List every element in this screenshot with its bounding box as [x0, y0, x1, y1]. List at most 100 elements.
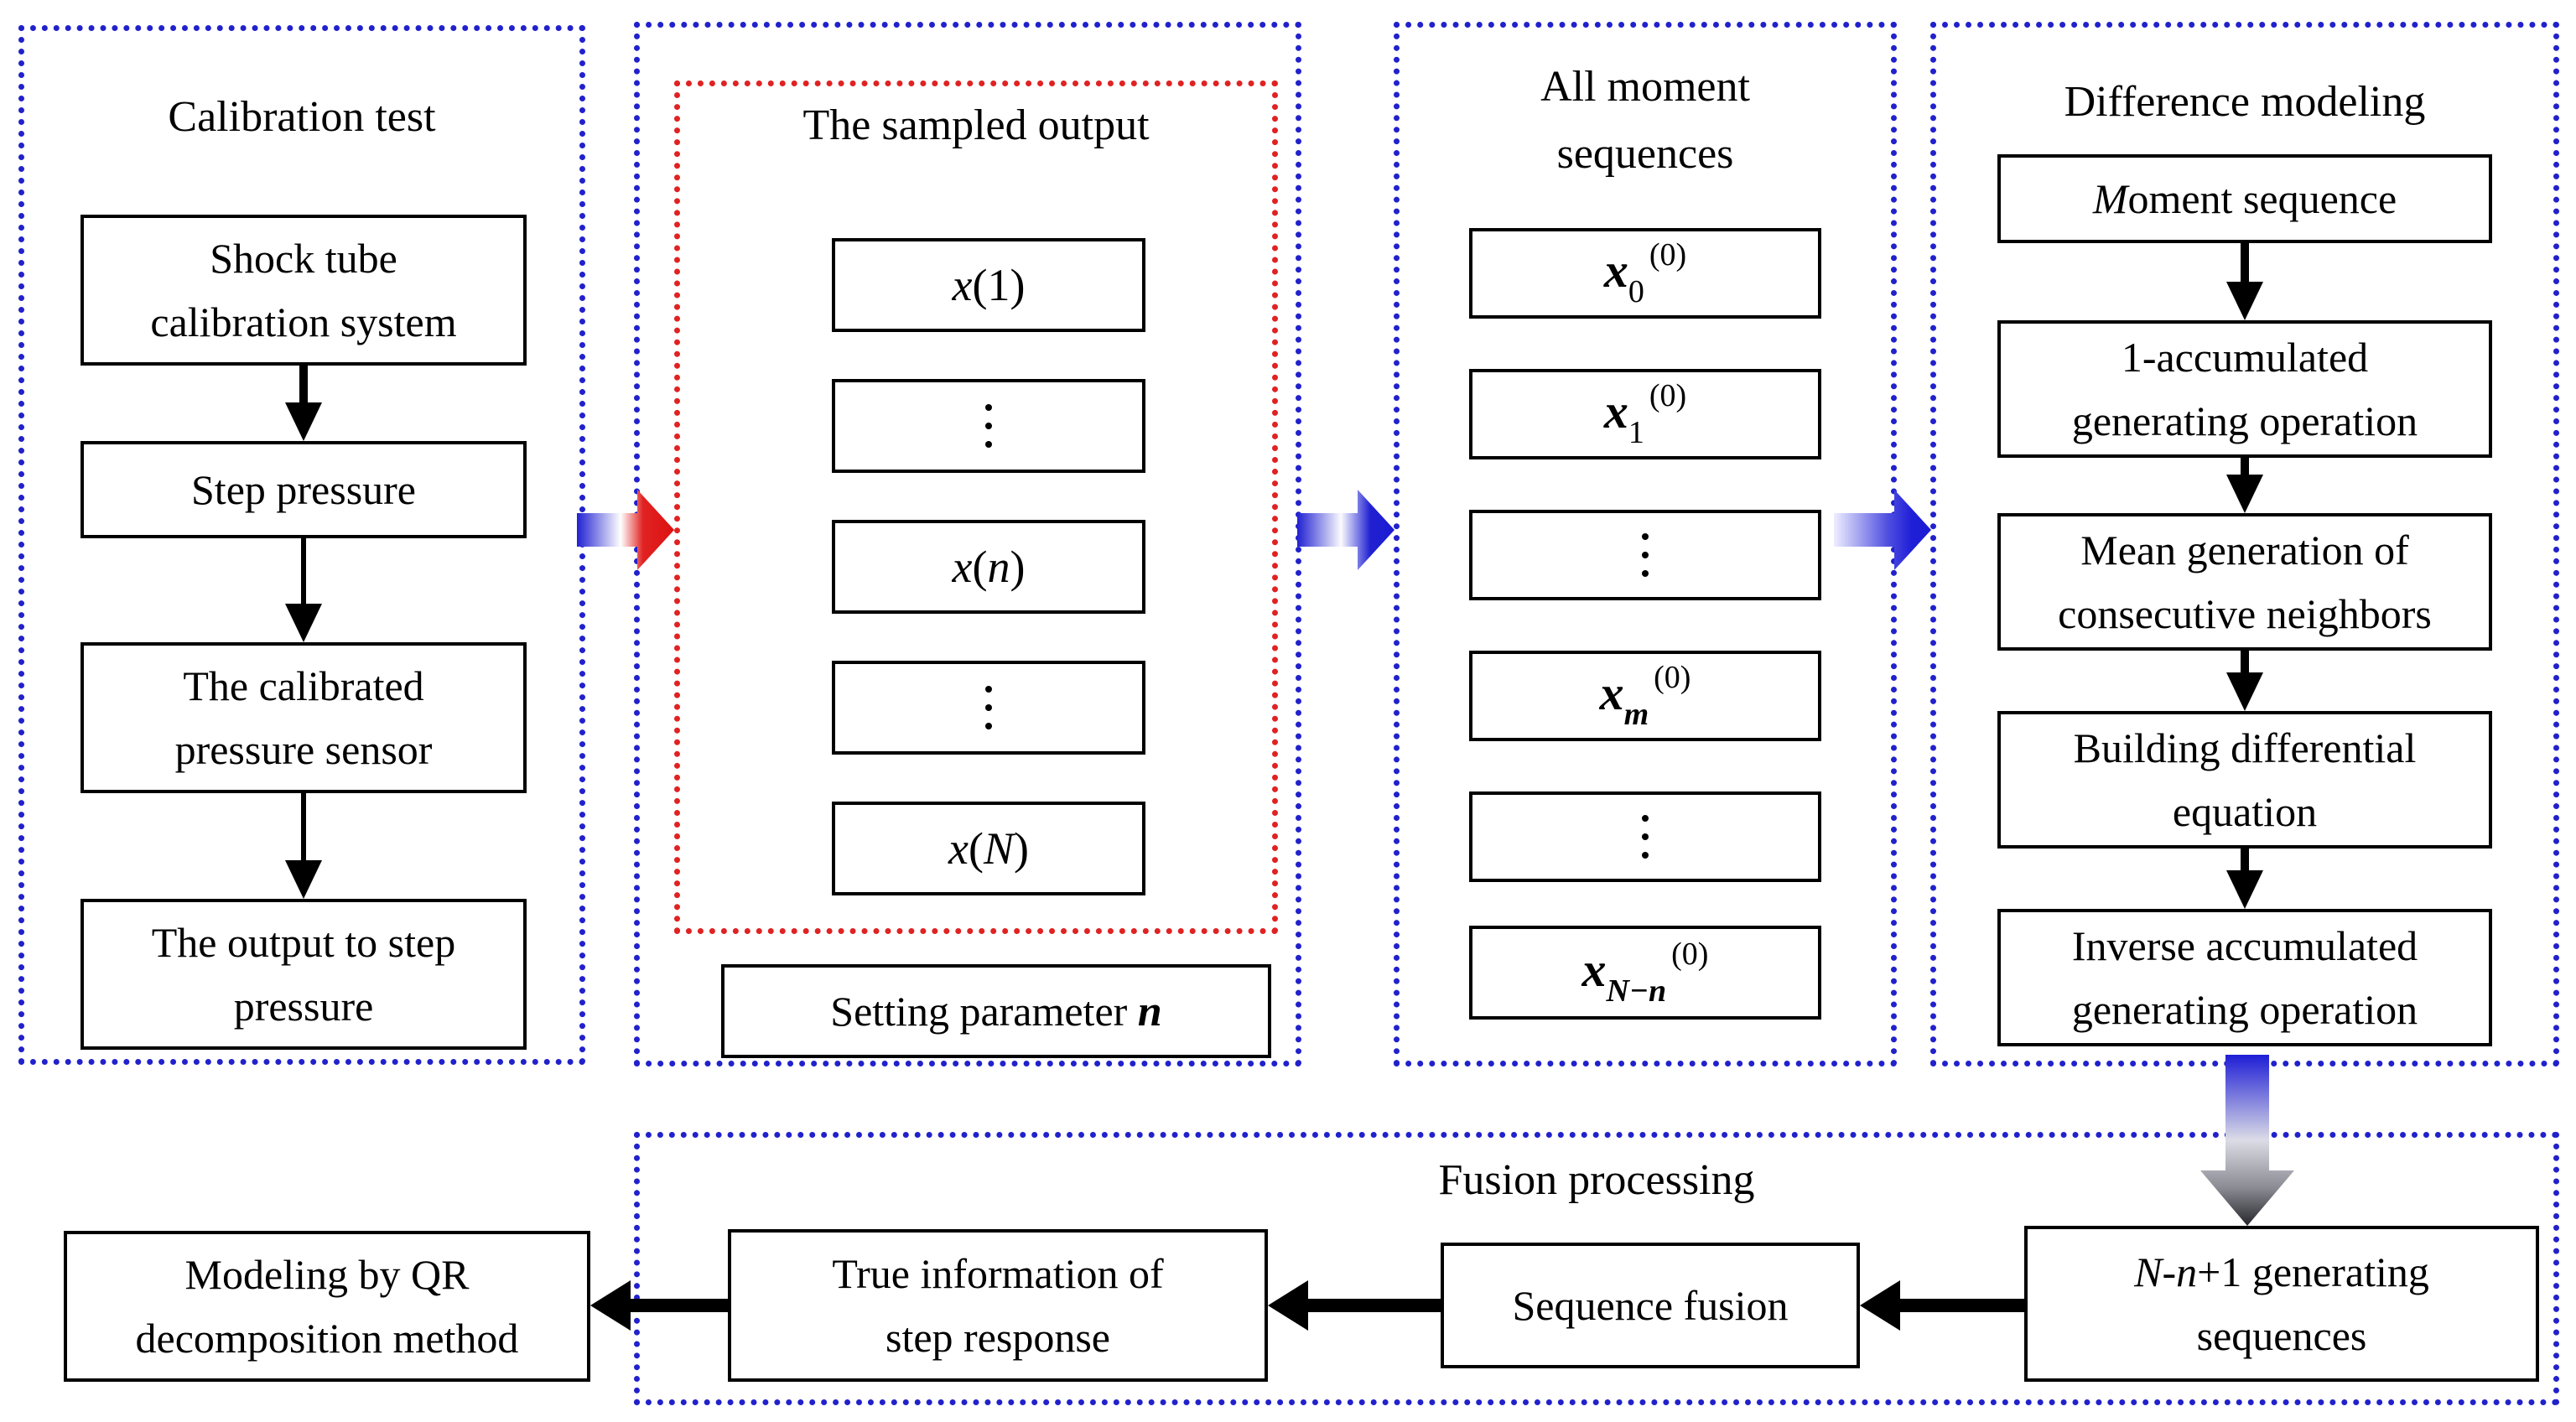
box-line: generating operation	[2071, 986, 2418, 1033]
arrow-head	[285, 860, 322, 899]
box-calibrated-pressure-sensor: The calibrated pressure sensor	[80, 642, 527, 793]
math-arg: N	[983, 823, 1014, 874]
box-mean-generation: Mean generation of consecutive neighbors	[1997, 513, 2492, 651]
italic-n: n	[2176, 1248, 2198, 1295]
box-line: The output to step	[151, 919, 456, 966]
arrow-shaft	[301, 793, 306, 860]
box-inverse-accumulated-generating: Inverse accumulated generating operation	[1997, 909, 2492, 1046]
moments-title-line2: sequences	[1556, 130, 1734, 178]
arrow-left-icon	[1860, 1280, 2024, 1331]
box-line: Modeling by QR	[184, 1251, 470, 1298]
math-label: x(N)	[948, 826, 1029, 871]
difference-title: Difference modeling	[2064, 78, 2426, 126]
arrow-shaft	[2241, 458, 2249, 475]
math-x: x	[1603, 243, 1628, 298]
math-x: x	[948, 823, 969, 874]
arrow-shaft	[2241, 243, 2249, 282]
arrow-left-icon	[1268, 1280, 1441, 1331]
box-moment-x0: x0(0)	[1469, 228, 1821, 319]
box-true-information: True information of step response	[728, 1229, 1268, 1382]
box-line: Step pressure	[191, 466, 416, 513]
moments-title: All moment sequences	[1394, 54, 1897, 188]
label-rest: +1 generating	[2197, 1248, 2429, 1295]
math-label: xm(0)	[1600, 646, 1691, 746]
setting-text: Setting parameter	[830, 987, 1138, 1035]
arrow-left-icon	[590, 1280, 728, 1331]
arrow-down-icon	[2226, 651, 2263, 711]
math-paren: )	[1010, 542, 1026, 592]
math-x: x	[952, 260, 973, 310]
arrow-head	[285, 604, 322, 642]
arrow-shaft	[1897, 1299, 2024, 1312]
box-moment-sequence: Moment sequence	[1997, 154, 2492, 243]
box-step-pressure: Step pressure	[80, 441, 527, 538]
box-moment-x1: x1(0)	[1469, 369, 1821, 459]
arrow-shaft	[2241, 651, 2249, 672]
calibration-title: Calibration test	[168, 93, 436, 141]
gradient-arrow-white-blue-icon	[1834, 490, 1931, 570]
math-label: xN−n(0)	[1582, 922, 1709, 1023]
box-ellipsis	[1469, 791, 1821, 882]
math-sup: (0)	[1654, 660, 1691, 695]
box-ellipsis	[1469, 510, 1821, 600]
math-sub: 1	[1628, 415, 1644, 450]
fusion-title: Fusion processing	[1438, 1156, 1755, 1204]
box-line: equation	[2172, 788, 2318, 835]
box-ellipsis	[832, 379, 1145, 473]
arrow-head	[2226, 870, 2263, 909]
math-label: x0(0)	[1604, 223, 1686, 324]
math-x: x	[1581, 942, 1607, 997]
box-xN-sample: x(N)	[832, 802, 1145, 895]
box-line: decomposition method	[135, 1315, 519, 1362]
box-line: Mean generation of	[2080, 527, 2409, 573]
sampled-title: The sampled output	[802, 101, 1150, 149]
box-ellipsis	[832, 661, 1145, 755]
math-sup: (0)	[1649, 237, 1687, 272]
box-xn-sample: x(n)	[832, 520, 1145, 614]
box-line: calibration system	[150, 298, 457, 345]
box-moment-xNn: xN−n(0)	[1469, 926, 1821, 1020]
gradient-arrow-blue-blue-icon	[1297, 490, 1394, 570]
math-sup: (0)	[1649, 378, 1687, 413]
math-sub: N−n	[1606, 973, 1667, 1009]
arrow-head	[285, 402, 322, 441]
vertical-ellipsis-icon	[1642, 533, 1649, 577]
box-line: Shock tube	[210, 235, 397, 282]
hyphen: -	[2162, 1248, 2177, 1295]
box-sequence-fusion: Sequence fusion	[1441, 1243, 1860, 1368]
box-line: Inverse accumulated	[2071, 922, 2418, 969]
gradient-arrow-blue-red-icon	[577, 490, 674, 570]
arrow-shaft	[299, 366, 308, 402]
box-line: 1-accumulated	[2121, 334, 2369, 381]
vertical-ellipsis-icon	[1642, 815, 1649, 859]
math-x: x	[1599, 666, 1624, 720]
arrow-head	[2226, 475, 2263, 513]
arrow-down-icon	[2226, 458, 2263, 513]
box-line: The calibrated	[183, 662, 424, 709]
box-line: pressure	[233, 983, 374, 1030]
box-line: Sequence fusion	[1512, 1282, 1789, 1329]
arrow-shaft	[1305, 1299, 1441, 1312]
box-line: True information of	[832, 1250, 1164, 1297]
arrow-down-icon	[285, 366, 322, 441]
arrow-down-icon	[285, 538, 322, 642]
arrow-down-icon	[2226, 243, 2263, 320]
box-building-differential-equation: Building differential equation	[1997, 711, 2492, 849]
math-paren: (	[968, 823, 984, 874]
box-line: pressure sensor	[174, 726, 433, 773]
math-label: x(1)	[953, 262, 1026, 308]
setting-param-n: n	[1137, 987, 1162, 1035]
panel-fusion-processing	[634, 1132, 2559, 1405]
box-line: generating operation	[2071, 397, 2418, 444]
box-line: Building differential	[2073, 724, 2417, 771]
math-arg: (1)	[972, 260, 1026, 310]
math-label: x1(0)	[1604, 364, 1686, 464]
italic-M: M	[2092, 175, 2128, 222]
arrow-shaft	[301, 538, 306, 604]
box-moment-xm: xm(0)	[1469, 651, 1821, 741]
arrow-head	[2226, 282, 2263, 320]
arrow-head	[1268, 1280, 1308, 1331]
math-sub: m	[1623, 697, 1649, 732]
box-setting-parameter-n: Setting parameter n	[721, 964, 1271, 1058]
